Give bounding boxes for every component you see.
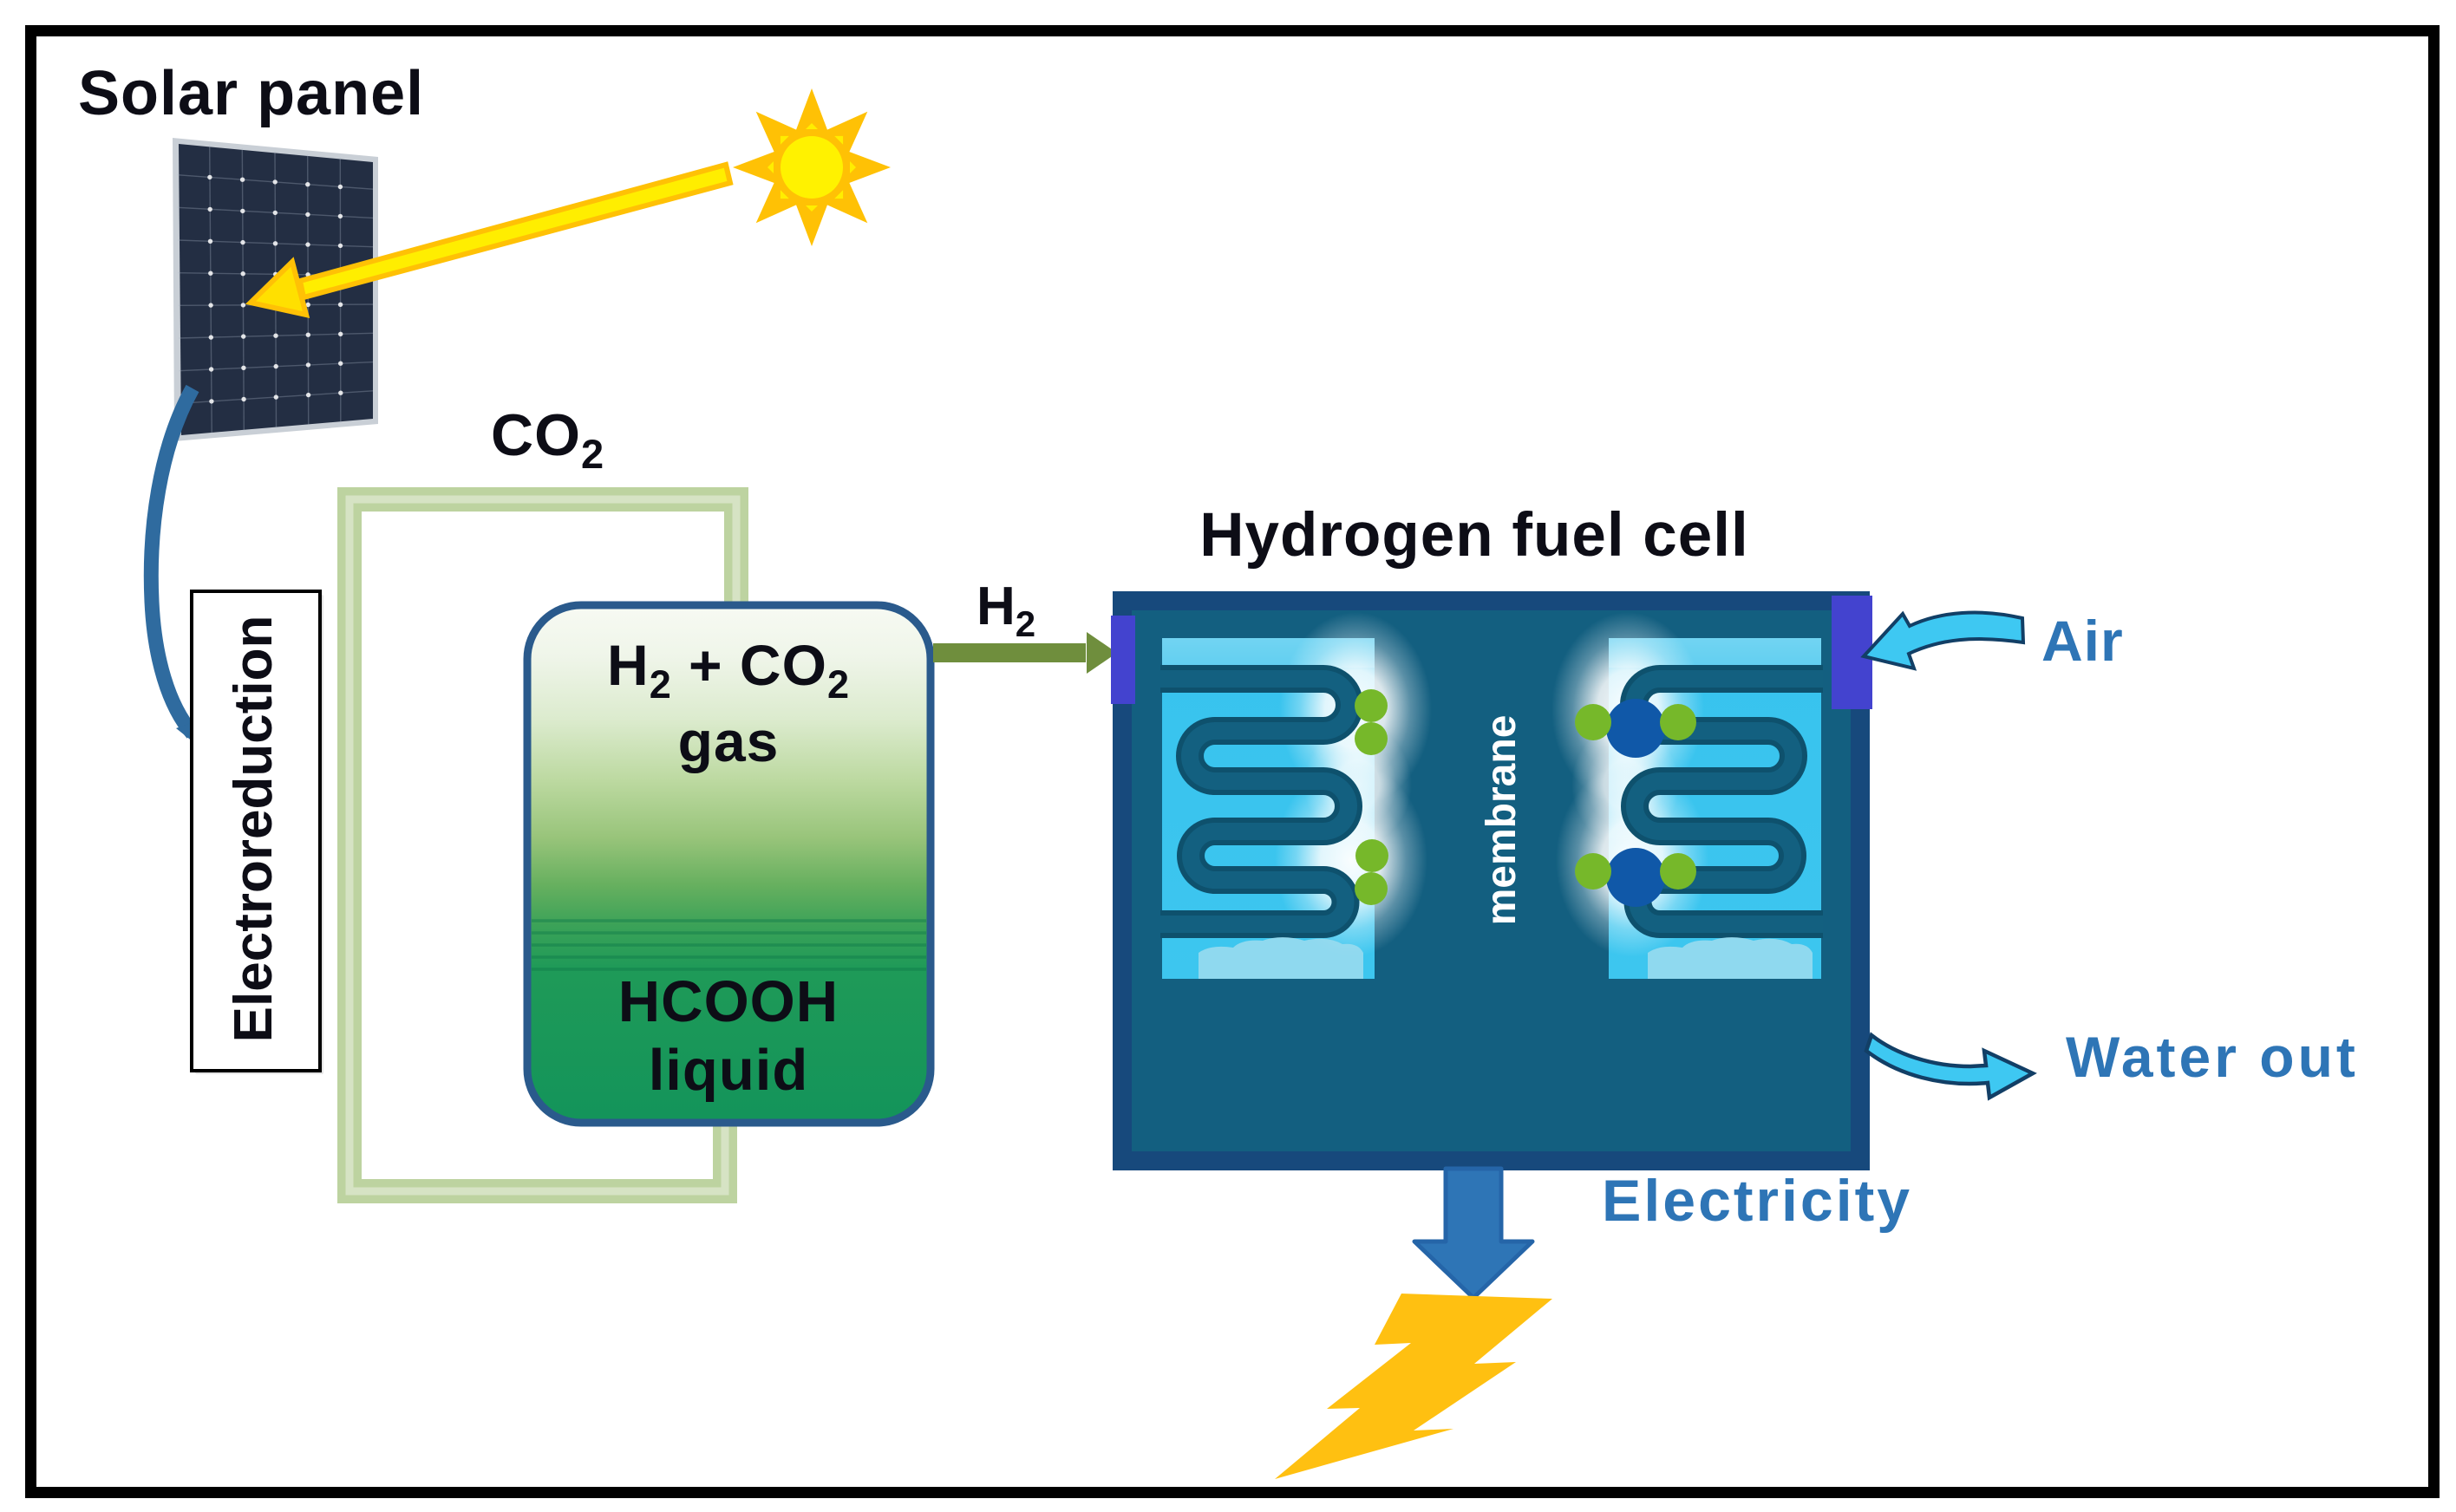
svg-text:Solar panel: Solar panel xyxy=(78,59,424,128)
svg-text:Water out: Water out xyxy=(2066,1025,2359,1089)
svg-text:Air: Air xyxy=(2041,609,2124,673)
svg-text:Electricity: Electricity xyxy=(1602,1168,1912,1234)
svg-text:gas: gas xyxy=(678,709,780,773)
svg-text:membrane: membrane xyxy=(1479,715,1525,926)
svg-text:H2 + CO2: H2 + CO2 xyxy=(607,633,850,707)
svg-text:liquid: liquid xyxy=(649,1038,809,1103)
svg-text:H2: H2 xyxy=(977,577,1035,644)
svg-text:Hydrogen fuel cell: Hydrogen fuel cell xyxy=(1199,501,1748,570)
svg-text:HCOOH: HCOOH xyxy=(618,969,839,1034)
svg-text:Electroreduction: Electroreduction xyxy=(224,616,284,1043)
svg-text:CO2: CO2 xyxy=(491,402,604,477)
